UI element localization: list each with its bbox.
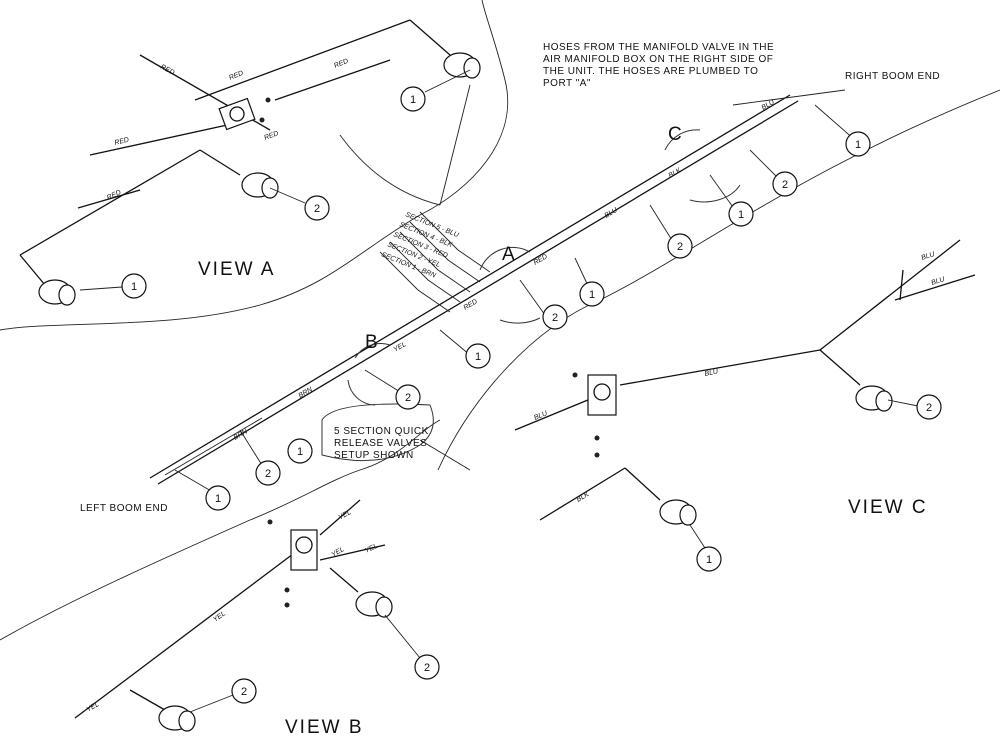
hose-label-blk: BLK [576,491,591,504]
callout-2: 2 [395,384,421,410]
callout-1: 1 [287,438,313,464]
air-cylinder-icon [158,705,196,732]
svg-text:2: 2 [926,402,932,414]
callout-2: 2 [667,233,693,259]
callout-2: 2 [304,195,330,221]
air-cylinder-icon [855,385,893,412]
callout-1: 1 [728,201,754,227]
hose-label-yel: YEL [212,610,227,623]
air-cylinder-icon [241,172,279,199]
svg-text:2: 2 [677,241,683,253]
detail-circle-c: C [664,124,741,203]
callout-2: 2 [255,460,281,486]
air-cylinder-icon [38,279,76,306]
callout-1: 1 [465,343,491,369]
callout-1: 1 [696,546,722,572]
hose-label-red: RED [263,130,279,142]
air-cylinder-icon [659,499,697,526]
svg-text:1: 1 [215,493,221,505]
view-a-label: VIEW A [198,259,275,280]
hose-label-yel: YEL [86,701,101,714]
svg-text:2: 2 [782,179,788,191]
view-c-label: VIEW C [848,497,928,518]
view-c-boundary [437,89,1000,471]
hose-label-blk: BLK [668,167,683,180]
hose-label-yel: YEL [364,543,379,555]
svg-text:2: 2 [314,203,320,215]
hose-label-red: RED [533,253,549,266]
hose-label-blu: BLU [533,410,549,422]
hose-label-blu: BLU [920,251,936,262]
quick-release-note: 5 SECTION QUICK RELEASE VALVES SETUP SHO… [334,426,432,461]
air-cylinder-icon [355,591,393,618]
hose-label-yel: YEL [338,509,353,522]
right-boom-end-label: RIGHT BOOM END [845,71,940,82]
hose-label-blu: BLU [604,206,620,219]
hose-label-red: RED [228,70,244,82]
view-b-label: VIEW B [285,717,364,738]
hose-label-red: RED [114,137,130,147]
callout-1: 1 [121,273,147,299]
left-boom-end-label: LEFT BOOM END [80,503,168,514]
callout-1: 1 [845,131,871,157]
detail-label-c: C [668,124,684,145]
main-boom-assembly: A B C BLU BLU BLK RED RED YEL BRN BRN [149,84,856,496]
callout-2: 2 [414,654,440,680]
air-cylinder-icon [443,52,481,79]
svg-text:1: 1 [589,289,595,301]
section-legend: SECTION 5 - BLU SECTION 4 - BLK SECTION … [380,211,460,280]
svg-text:1: 1 [410,94,416,106]
hose-label-blu: BLU [930,276,946,287]
svg-text:2: 2 [405,392,411,404]
svg-text:1: 1 [855,139,861,151]
svg-text:1: 1 [738,209,744,221]
svg-text:1: 1 [475,351,481,363]
view-b-assembly: YEL YEL YEL YEL YEL VIEW B [74,499,393,738]
svg-text:1: 1 [297,446,303,458]
view-c-assembly: BLU BLU BLU BLU BLK VIEW C [514,239,976,526]
hose-label-red: RED [333,58,349,70]
svg-text:2: 2 [424,662,430,674]
detail-circle-b: B [347,332,391,406]
callout-1: 1 [400,86,426,112]
detail-circle-a: A [479,244,541,324]
detail-label-b: B [365,332,380,353]
detail-label-a: A [502,244,517,265]
hose-label-brn: BRN [233,428,250,442]
callout-2: 2 [231,678,257,704]
svg-text:2: 2 [265,468,271,480]
callout-1: 1 [579,281,605,307]
svg-text:2: 2 [552,312,558,324]
svg-text:2: 2 [241,686,247,698]
hose-label-blu: BLU [761,98,777,111]
callout-1: 1 [205,485,231,511]
callout-2: 2 [916,394,942,420]
svg-text:1: 1 [131,281,137,293]
hose-label-blu: BLU [704,368,720,378]
callout-2: 2 [772,171,798,197]
svg-text:1: 1 [706,554,712,566]
hoses-note: HOSES FROM THE MANIFOLD VALVE IN THE AIR… [543,42,777,89]
hose-label-red: RED [159,64,175,77]
callout-group: 1 2 1 1 2 1 2 1 2 1 2 1 2 1 2 1 2 2 [79,69,942,713]
view-a-boundary [0,0,509,331]
view-b-boundary [0,419,441,641]
callout-2: 2 [542,304,568,330]
hose-label-yel: YEL [331,546,346,559]
